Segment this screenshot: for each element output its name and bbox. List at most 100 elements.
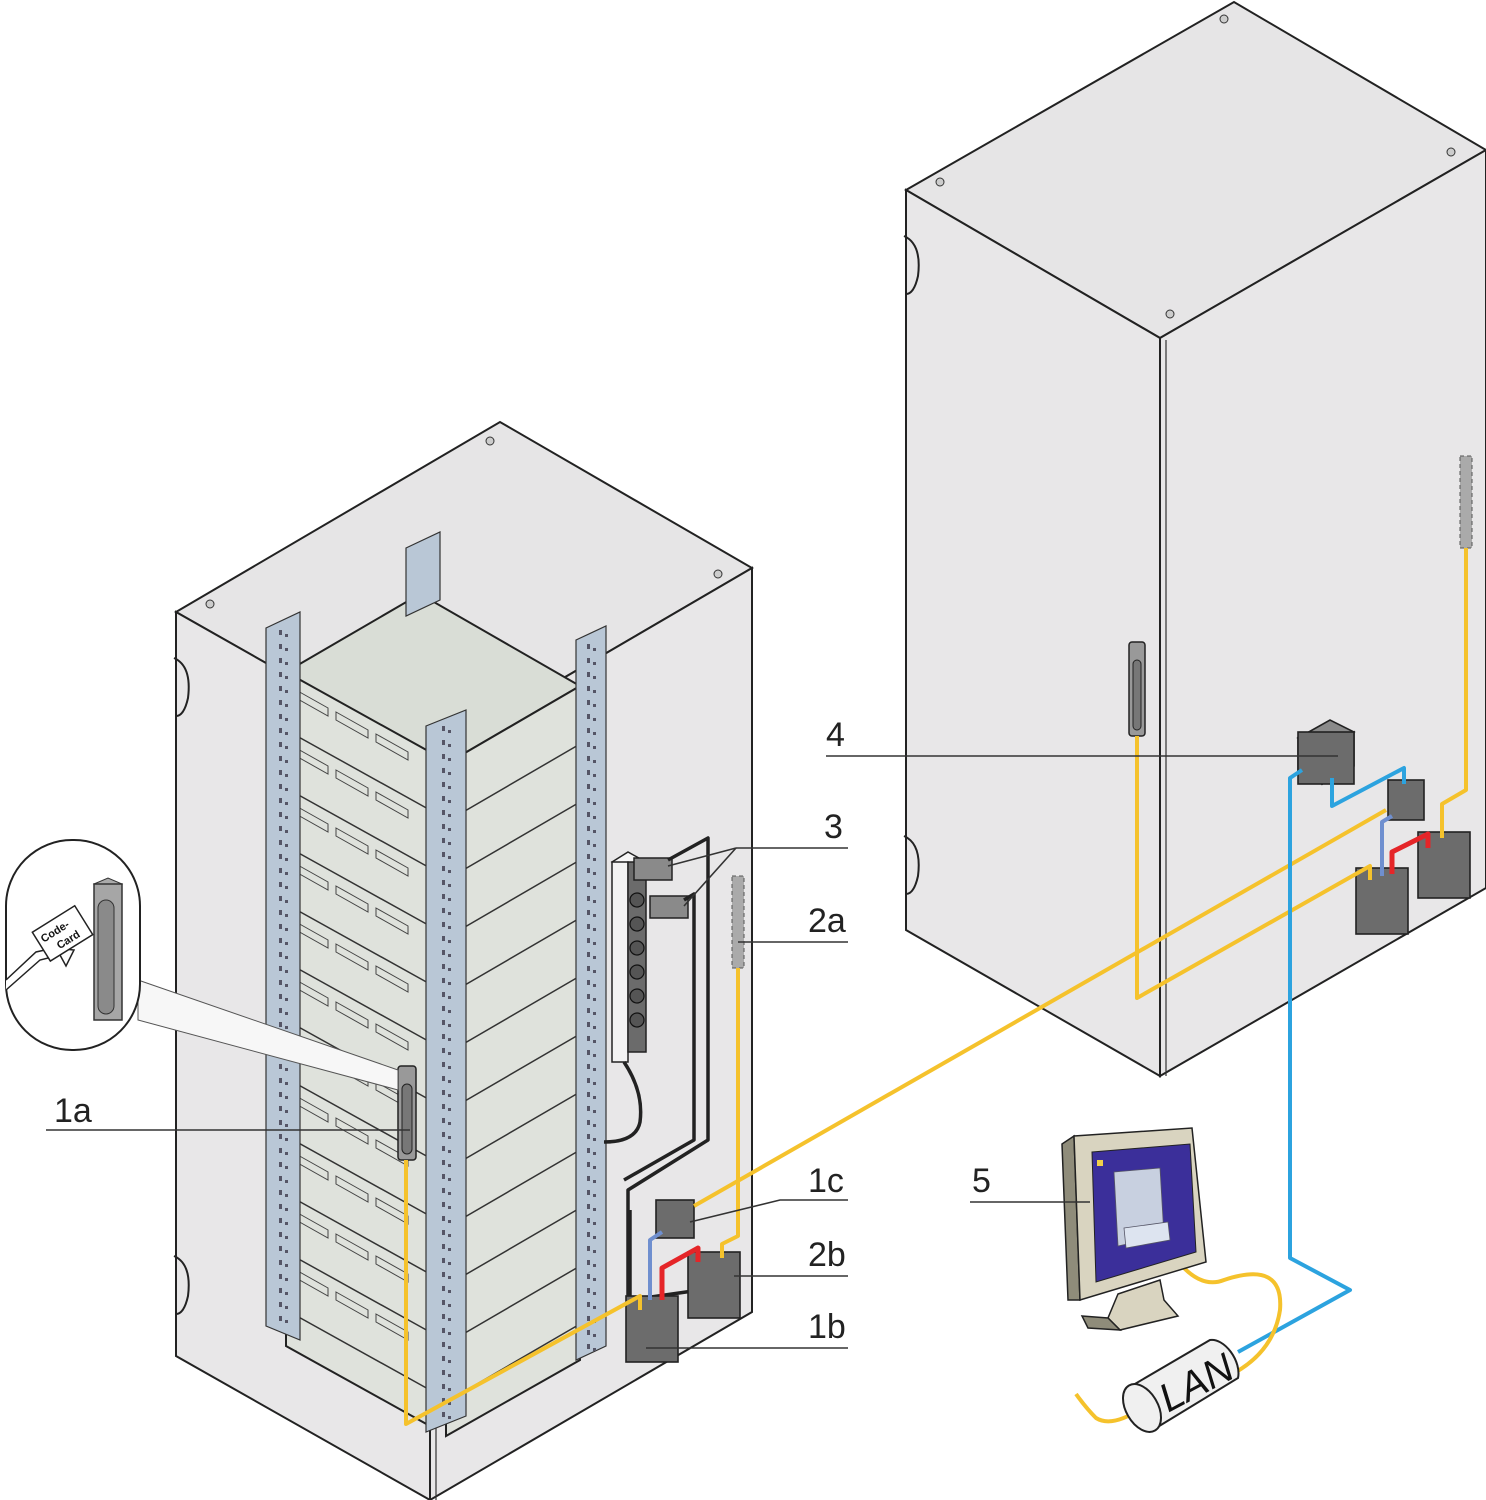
rail-hole xyxy=(442,1244,445,1249)
rail-hole xyxy=(279,798,282,803)
rail-hole xyxy=(593,1124,596,1127)
rail-hole xyxy=(587,1190,590,1195)
rail-hole xyxy=(279,700,282,705)
rail-hole xyxy=(587,1204,590,1209)
rail-hole xyxy=(279,1078,282,1083)
rail-hole xyxy=(448,954,451,957)
server-vent-slot xyxy=(335,943,369,971)
rail-hole xyxy=(593,1250,596,1253)
rail-hole xyxy=(448,1220,451,1223)
rail-hole xyxy=(285,732,288,735)
card-reader-handle-detail xyxy=(92,877,124,1021)
rail-hole xyxy=(593,1054,596,1057)
screw-icon xyxy=(935,14,1456,319)
rail-hole xyxy=(448,1136,451,1139)
rail-hole xyxy=(448,1024,451,1027)
rail-hole xyxy=(587,1316,590,1321)
server-vent-slot xyxy=(375,849,409,877)
card-reader-handle-1a[interactable] xyxy=(397,1065,417,1161)
rail-hole xyxy=(285,928,288,931)
rail-hole xyxy=(285,872,288,875)
rail-hole xyxy=(593,1152,596,1155)
rail-hole xyxy=(587,952,590,957)
server-vent-slot xyxy=(335,1001,369,1029)
rail-hole xyxy=(285,676,288,679)
rail-hole xyxy=(448,856,451,859)
rail-hole xyxy=(442,1202,445,1207)
rail-hole xyxy=(442,936,445,941)
rail-hole xyxy=(279,658,282,663)
rail-hole xyxy=(587,784,590,789)
rail-hole xyxy=(593,760,596,763)
callout-1a: 1a xyxy=(54,1092,92,1130)
rail-hole xyxy=(285,1138,288,1141)
rail-hole xyxy=(285,1306,288,1309)
cable-lightblue xyxy=(1380,814,1394,876)
callout-4: 4 xyxy=(826,716,845,754)
module-right-small xyxy=(1387,779,1425,821)
rail-hole xyxy=(593,1334,596,1337)
rail-hole xyxy=(593,872,596,875)
cable-yellow xyxy=(1182,1266,1283,1374)
rail-hole xyxy=(593,1096,596,1099)
rail-hole xyxy=(442,1188,445,1193)
rail-hole xyxy=(587,1246,590,1251)
rail-hole xyxy=(448,1290,451,1293)
screw-icon xyxy=(205,436,723,609)
rail-hole xyxy=(279,966,282,971)
rail-hole xyxy=(448,828,451,831)
rail-hole xyxy=(279,1064,282,1069)
module-2b xyxy=(687,1251,741,1319)
rail-hole xyxy=(593,1068,596,1071)
rail-hole xyxy=(442,754,445,759)
rail-hole xyxy=(593,676,596,679)
callout-1b: 1b xyxy=(808,1308,846,1346)
rail-hole xyxy=(285,900,288,903)
callout-3: 3 xyxy=(824,808,843,846)
rail-hole xyxy=(279,1190,282,1195)
rail-hole xyxy=(587,1218,590,1223)
rail-hole xyxy=(285,914,288,917)
callout-5: 5 xyxy=(972,1162,991,1200)
door-handle-right-cabinet[interactable] xyxy=(1128,641,1146,737)
rail-hole xyxy=(279,784,282,789)
rail-hole xyxy=(285,760,288,763)
rail-hole xyxy=(587,1106,590,1111)
rail-hole xyxy=(279,854,282,859)
rail-hole xyxy=(448,1388,451,1391)
rail-hole xyxy=(279,1134,282,1139)
cable-lightblue xyxy=(648,1230,664,1300)
server-vent-slot xyxy=(335,711,369,739)
rail-hole xyxy=(285,858,288,861)
sensor-3-lower xyxy=(649,895,689,919)
monitor-workstation-5[interactable] xyxy=(1061,1127,1207,1331)
rail-hole xyxy=(285,1264,288,1267)
hinge-icon xyxy=(173,657,190,717)
rail-hole xyxy=(279,686,282,691)
rail-hole xyxy=(285,662,288,665)
rail-hole xyxy=(442,922,445,927)
rail-hole xyxy=(587,1008,590,1013)
rail-hole xyxy=(587,910,590,915)
rail-hole xyxy=(448,1192,451,1195)
rail-hole xyxy=(587,672,590,677)
rail-hole xyxy=(448,1248,451,1251)
rail-hole xyxy=(279,910,282,915)
rail-hole xyxy=(587,896,590,901)
server-unit-divider xyxy=(445,917,581,997)
server-vent-slot xyxy=(375,733,409,761)
rail-hole xyxy=(442,1370,445,1375)
callout-1c: 1c xyxy=(808,1162,844,1200)
rail-hole xyxy=(285,1166,288,1169)
module-right-lower-left xyxy=(1355,867,1409,935)
rail-hole xyxy=(285,844,288,847)
rail-hole xyxy=(285,634,288,637)
socket-icon xyxy=(629,1012,645,1028)
rail-front-left xyxy=(265,611,301,1341)
rail-hole xyxy=(448,1360,451,1363)
rail-hole xyxy=(448,1262,451,1265)
rail-hole xyxy=(593,648,596,651)
rail-hole xyxy=(279,728,282,733)
server-vent-slot xyxy=(335,1233,369,1261)
rail-hole xyxy=(448,772,451,775)
